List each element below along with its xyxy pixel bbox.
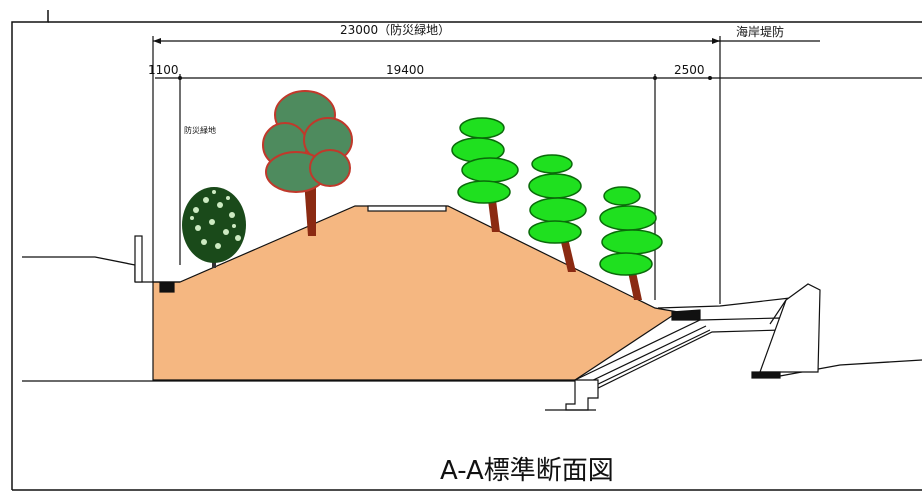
main-width-label: 19400 [386, 63, 424, 77]
dimension-arrows [153, 38, 720, 80]
left-offset-label: 1100 [148, 63, 179, 77]
pine-tree-icon [528, 154, 587, 272]
left-retaining-wall [134, 235, 175, 293]
right-offset-label: 2500 [674, 63, 705, 77]
broadleaf-tree-icon [262, 90, 353, 236]
seawall-structure [545, 283, 821, 411]
dimension-lines [152, 36, 922, 304]
total-width-label: 23000（防災緑地） [340, 22, 450, 37]
pine-tree-icon [599, 186, 663, 300]
crest-path [367, 205, 447, 212]
pine-tree-icon [451, 117, 519, 232]
green-zone-label: 防災緑地 [184, 125, 216, 135]
drawing-caption: A-A標準断面図 [440, 456, 614, 486]
drawing-frame [11, 10, 922, 491]
shrub-icon [182, 187, 246, 268]
seawall-label: 海岸堤防 [736, 24, 784, 39]
